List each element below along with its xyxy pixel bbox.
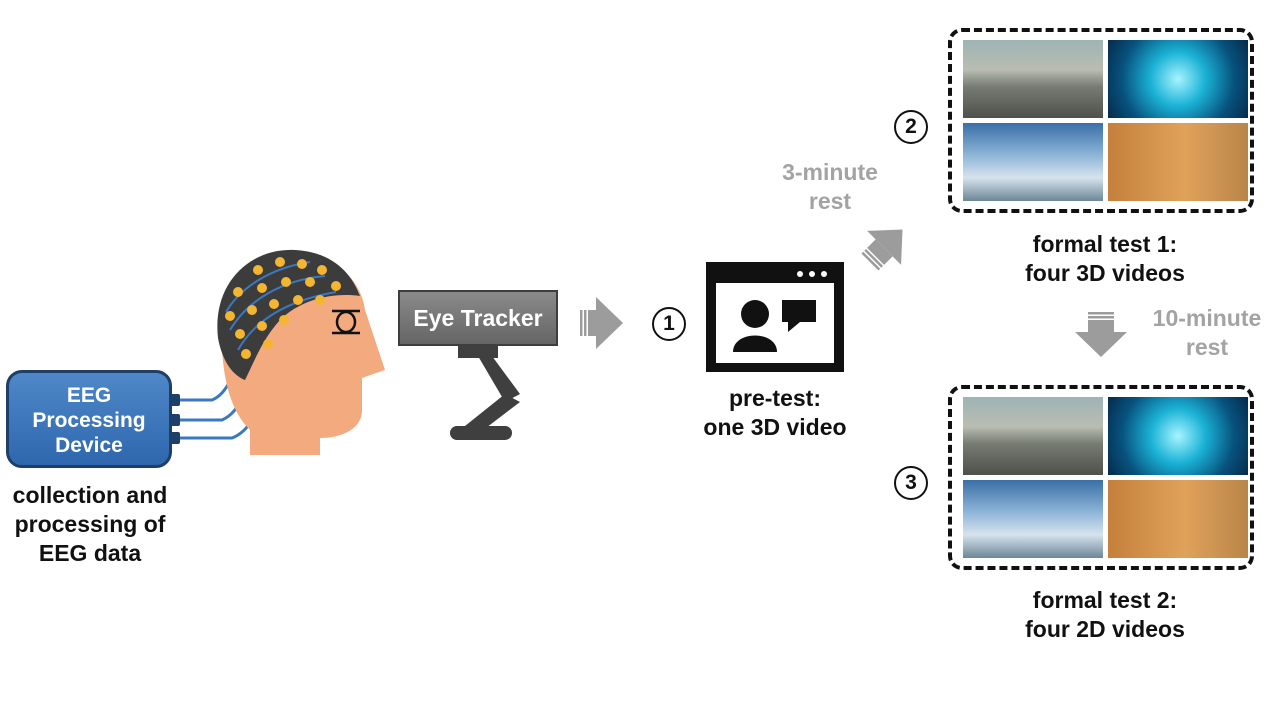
video-thumbnail-street [963,397,1103,475]
eeg-device-line-1: EEG [66,384,112,407]
formal-test-2-caption-line-2: four 2D videos [1025,616,1185,642]
formal-test-2-videos [948,385,1254,570]
video-thumbnail-person [1108,480,1248,558]
device-ports [170,394,180,444]
video-thumbnail-countdown [1108,397,1248,475]
formal-test-2-caption-line-1: formal test 2: [1032,587,1178,613]
eye-tracker-label: Eye Tracker [398,290,558,346]
eeg-caption-line-2: processing of [14,511,166,537]
rest-note-1-line-2: rest [808,188,852,214]
pre-test-caption: pre-test: one 3D video [680,384,870,442]
step-3-number: 3 [894,466,928,500]
rest-note-10-minute: 10-minute rest [1134,304,1280,362]
video-thumbnail-person [1108,123,1248,201]
formal-test-1-caption-line-2: four 3D videos [1025,260,1185,286]
head-illustration [217,249,385,455]
eeg-electrodes [225,257,341,359]
step-2-number: 2 [894,110,928,144]
eeg-device-line-2: Processing [32,409,146,432]
eeg-caption-line-3: EEG data [38,540,142,566]
formal-test-2-caption: formal test 2: four 2D videos [1000,586,1210,644]
eye-tracker-stand [450,346,520,440]
eeg-processing-device: EEG Processing Device [6,370,172,468]
rest-note-1-line-1: 3-minute [782,159,878,185]
eeg-caption-line-1: collection and [12,482,168,508]
flow-arrows [580,229,1127,357]
formal-test-1-videos [948,28,1254,213]
step-1-number: 1 [652,307,686,341]
rest-note-2-line-2: rest [1185,334,1229,360]
eeg-device-line-3: Device [55,434,123,457]
video-thumbnail-sky [963,480,1103,558]
pre-test-caption-line-2: one 3D video [703,414,847,440]
rest-note-2-line-1: 10-minute [1152,305,1262,331]
video-thumbnail-street [963,40,1103,118]
rest-note-3-minute: 3-minute rest [760,158,900,216]
eye-icon [332,309,360,335]
video-call-window-icon [706,262,844,372]
video-thumbnail-sky [963,123,1103,201]
pre-test-caption-line-1: pre-test: [728,385,821,411]
video-thumbnail-countdown [1108,40,1248,118]
formal-test-1-caption-line-1: formal test 1: [1032,231,1178,257]
eeg-caption: collection and processing of EEG data [2,481,178,568]
formal-test-1-caption: formal test 1: four 3D videos [1000,230,1210,288]
